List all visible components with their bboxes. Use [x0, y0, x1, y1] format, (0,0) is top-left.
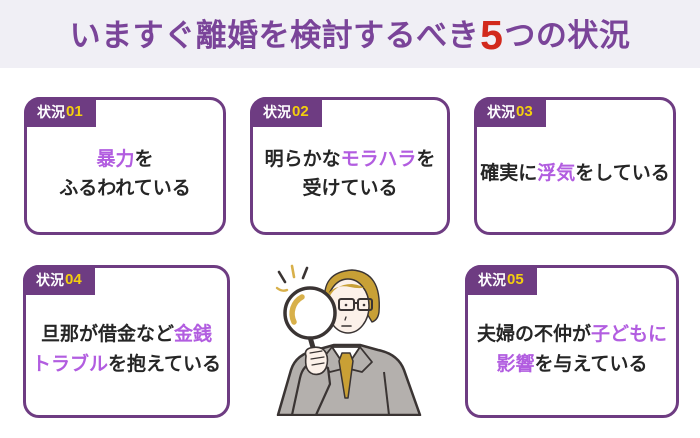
tab-number: 02	[292, 103, 309, 120]
card-text: 確実に浮気をしている	[480, 163, 670, 185]
tab-number: 01	[66, 103, 83, 120]
tab-label: 状況	[36, 271, 64, 288]
title-prefix: いますぐ離婚を検討するべき	[69, 17, 480, 53]
tab-number: 04	[65, 271, 82, 288]
tab-number: 03	[516, 103, 533, 120]
card-text: 旦那が借金など金銭トラブルを抱えている	[31, 324, 222, 375]
title-number: 5	[480, 11, 504, 58]
tab-label: 状況	[37, 103, 65, 120]
title-suffix: つの状況	[504, 17, 631, 53]
tab-label: 状況	[478, 271, 506, 288]
head	[323, 269, 380, 334]
page-title: いますぐ離婚を検討するべき5つの状況	[70, 10, 631, 59]
businessman-figure	[275, 264, 422, 417]
magnifier-man-illustration	[258, 260, 443, 417]
card-text: 夫婦の不仲が子どもに影響を与えている	[476, 324, 668, 375]
header-band: いますぐ離婚を検討するべき5つの状況	[0, 0, 700, 68]
hand	[304, 346, 329, 376]
tab-number: 05	[507, 271, 524, 288]
magnifier-icon	[283, 286, 337, 361]
sparkle-icon	[275, 264, 309, 292]
card-text: 暴力をふるわれている	[59, 148, 191, 199]
tab-label: 状況	[487, 103, 515, 120]
card-text: 明らかなモラハラを受けている	[264, 148, 436, 199]
tab-label: 状況	[263, 103, 291, 120]
glasses-icon	[338, 298, 373, 311]
